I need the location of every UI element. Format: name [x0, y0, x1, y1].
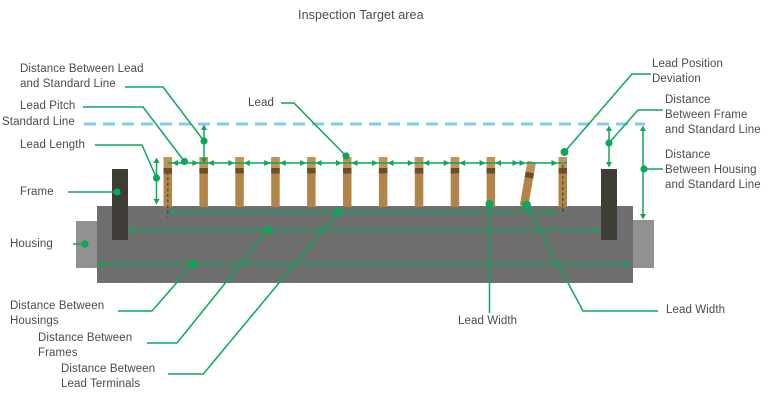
lead-tilted [519, 160, 536, 207]
lead [271, 157, 280, 207]
leader-lead-length [95, 144, 158, 179]
lead [235, 157, 244, 207]
label-lead-position-deviation: Lead Position Deviation [652, 58, 723, 85]
leader-dot [640, 165, 648, 173]
frame-left [112, 169, 128, 240]
frame-group [112, 169, 617, 240]
leader-dist-lead-std [125, 86, 205, 142]
page-title: Inspection Target area [298, 8, 424, 22]
label-dist-housing-standard: Distance Between Housing and Standard Li… [665, 149, 761, 191]
leader-dist-frames [147, 229, 269, 344]
leader-dist-housings [118, 263, 194, 312]
leader-dist-frame-std [608, 109, 663, 144]
label-frame: Frame [20, 186, 54, 198]
lead [307, 157, 316, 207]
leads-group [163, 157, 567, 217]
deviation-arrow [519, 160, 526, 166]
label-dist-lead-standard: Distance Between Lead and Standard Line [20, 63, 144, 90]
leader-dist-lead-terminals [168, 211, 339, 375]
housing-right-extension [632, 220, 654, 268]
label-lead-width-bottom: Lead Width [458, 315, 518, 327]
lead [343, 157, 352, 207]
label-dist-housings: Distance Between Housings [10, 300, 105, 327]
label-lead-width-right: Lead Width [666, 304, 726, 316]
label-housing: Housing [10, 238, 53, 250]
leader-lead-position-deviation [563, 73, 651, 153]
label-dist-frame-standard: Distance Between Frame and Standard Line [665, 94, 761, 136]
label-standard-line: Standard Line [2, 116, 75, 128]
lead [378, 157, 388, 207]
leader-lead-pitch [83, 106, 186, 162]
label-dist-lead-terminals: Distance Between Lead Terminals [61, 363, 156, 390]
deviation-arrow [512, 160, 519, 166]
label-dist-frames: Distance Between Frames [38, 332, 133, 359]
label-lead: Lead [248, 97, 274, 109]
leader-lead [281, 102, 347, 157]
lead [486, 157, 496, 207]
lead [199, 157, 208, 207]
leader-lead-width-right [525, 204, 658, 312]
label-lead-length: Lead Length [20, 139, 86, 151]
housing-body [97, 206, 633, 283]
label-lead-pitch: Lead Pitch [20, 100, 76, 112]
frame-right [601, 169, 617, 240]
housing-group [76, 206, 654, 283]
lead [450, 157, 460, 207]
measurement-lines [68, 73, 663, 375]
lead [414, 157, 424, 207]
